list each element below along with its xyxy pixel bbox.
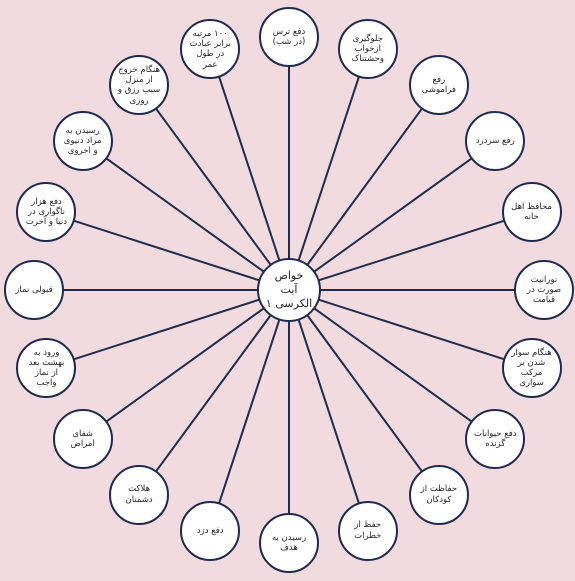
node-2-label: جلوگیری ازخواب وحشتناک — [351, 34, 384, 65]
node-1: دفع ترس (در شب) — [259, 7, 319, 67]
spoke-line-12 — [218, 318, 281, 504]
node-10: حفظ از خطرات — [337, 500, 398, 561]
node-11: رسیدن به هدف — [259, 513, 319, 573]
node-15-label: ورود به بهشت بعد از نماز واجب — [28, 347, 65, 389]
node-6-label: نورانیت صورت در قیامت — [526, 274, 562, 306]
spoke-line-19 — [155, 108, 273, 267]
node-17: دفع هزار ناگواری در دنیا و آخرت — [16, 181, 77, 242]
node-3-label: رفع فراموشی — [421, 75, 456, 96]
spoke-line-17 — [73, 219, 261, 282]
center-node-label: خواص آیت الکرسی ١ — [265, 269, 313, 310]
spoke-line-5 — [317, 219, 505, 282]
spoke-line-8 — [312, 306, 473, 423]
node-17-label: دفع هزار ناگواری در دنیا و آخرت — [25, 196, 68, 227]
spoke-line-20 — [218, 76, 281, 262]
node-16: قبولی نماز — [4, 260, 64, 320]
node-4-label: رفع سردرد — [475, 136, 515, 147]
node-5: محافظ اهل خانه — [501, 181, 562, 242]
node-3: رفع فراموشی — [408, 55, 469, 116]
node-18-label: رسیدن به مراد دنیوی و اخروی — [63, 126, 102, 157]
spoke-line-9 — [305, 313, 423, 472]
node-13-label: هلاکت دشمنان — [125, 484, 153, 505]
spoke-line-7 — [317, 298, 505, 361]
node-10-label: حفظ از خطرات — [354, 520, 382, 541]
spoke-line-18 — [105, 157, 266, 274]
node-7: هنگام سوار شدن بر مرکب سواری — [501, 338, 562, 399]
spoke-line-3 — [305, 108, 423, 267]
node-20: ١٠٠ مرتبه برابر عبادت در طول عمر — [180, 19, 241, 80]
node-12-label: دفع دزد — [196, 525, 224, 536]
spoke-line-15 — [73, 298, 261, 361]
node-8: دفع حیوانات گزنده — [465, 408, 526, 469]
node-1-label: دفع ترس (در شب) — [272, 26, 306, 47]
node-9-label: حفاظت از کودکان — [420, 484, 458, 505]
node-19: هنگام خروج از منزل سبب رزق و روزی — [109, 55, 170, 116]
node-18: رسیدن به مراد دنیوی و اخروی — [52, 111, 113, 172]
node-20-label: ١٠٠ مرتبه برابر عبادت در طول عمر — [189, 29, 231, 70]
node-2: جلوگیری ازخواب وحشتناک — [337, 19, 398, 80]
node-7-label: هنگام سوار شدن بر مرکب سواری — [511, 347, 552, 389]
spoke-line-4 — [312, 157, 473, 274]
node-4: رفع سردرد — [465, 111, 526, 172]
node-14-label: شفای امراض — [70, 428, 95, 449]
node-6: نورانیت صورت در قیامت — [514, 260, 574, 320]
node-11-label: رسیدن به هدف — [271, 532, 307, 553]
spoke-line-14 — [105, 306, 266, 423]
node-19-label: هنگام خروج از منزل سبب رزق و روزی — [117, 64, 161, 106]
spoke-line-13 — [155, 313, 273, 472]
node-9: حفاظت از کودکان — [408, 464, 469, 525]
spoke-line-10 — [297, 318, 360, 504]
node-15: ورود به بهشت بعد از نماز واجب — [16, 338, 77, 399]
node-16-label: قبولی نماز — [15, 284, 53, 295]
node-8-label: دفع حیوانات گزنده — [473, 428, 517, 449]
node-13: هلاکت دشمنان — [109, 464, 170, 525]
node-12: دفع دزد — [180, 500, 241, 561]
node-14: شفای امراض — [52, 408, 113, 469]
center-node: خواص آیت الکرسی ١ — [257, 258, 321, 322]
node-5-label: محافظ اهل خانه — [511, 201, 552, 222]
spoke-line-2 — [297, 76, 360, 262]
